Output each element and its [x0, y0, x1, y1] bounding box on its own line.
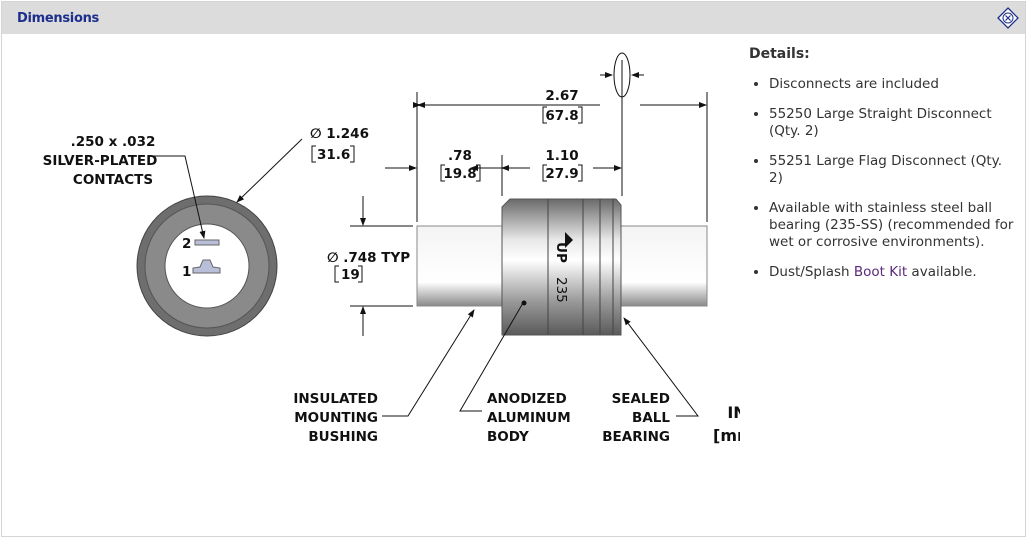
shaft-diameter-mm: 19: [341, 267, 360, 283]
boot-kit-link[interactable]: Boot Kit: [853, 264, 908, 280]
overall-length-in: 2.67: [545, 88, 578, 104]
list-item: 55250 Large Straight Disconnect (Qty. 2): [769, 106, 1019, 140]
units-in: IN: [727, 403, 740, 422]
body-marking-up: UP: [553, 242, 569, 263]
item-suffix: available.: [907, 264, 977, 280]
contacts-label-line3: CONTACTS: [73, 172, 153, 188]
contact-number-1: 1: [182, 264, 191, 280]
bearing-label-1: SEALED: [612, 391, 670, 407]
body-label-1: ANODIZED: [487, 391, 567, 407]
details-list: Disconnects are included 55250 Large Str…: [749, 76, 1019, 281]
close-diamond-icon[interactable]: [997, 7, 1019, 29]
bearing-label-3: BEARING: [602, 429, 670, 445]
list-item: Available with stainless steel ball bear…: [769, 200, 1019, 251]
shaft-diameter-in: ∅ .748 TYP: [327, 250, 410, 266]
body-label-2: ALUMINUM: [487, 410, 571, 426]
overall-length-mm: 67.8: [545, 108, 578, 124]
outer-diameter-in: ∅ 1.246: [310, 126, 369, 142]
body-length-in: 1.10: [545, 148, 578, 164]
body-length-mm: 27.9: [545, 166, 578, 182]
body-marking-model: 235: [553, 277, 569, 303]
body-label-3: BODY: [487, 429, 529, 445]
bearing-label-2: BALL: [632, 410, 670, 426]
shaft-length-in: .78: [448, 148, 472, 164]
end-view: [136, 195, 278, 337]
details-heading: Details:: [749, 46, 810, 62]
list-item: Disconnects are included: [769, 76, 1019, 93]
bushing-label-1: INSULATED: [293, 391, 378, 407]
item-prefix: Dust/Splash: [769, 264, 854, 280]
panel-title: Dimensions: [17, 11, 99, 26]
shaft-length-mm: 19.8: [443, 166, 476, 182]
contact-number-2: 2: [182, 236, 191, 252]
panel-header: Dimensions: [2, 2, 1025, 34]
outer-diameter-mm: 31.6: [317, 147, 350, 163]
contacts-label-line2: SILVER-PLATED: [43, 153, 158, 169]
dimension-drawing: .250 x .032 SILVER-PLATED CONTACTS 2 1 ∅…: [43, 52, 740, 445]
details-section: Details: Disconnects are included 55250 …: [749, 46, 1019, 294]
bushing-label-2: MOUNTING: [294, 410, 378, 426]
contacts-label-line1: .250 x .032: [71, 134, 156, 150]
bushing-label-3: BUSHING: [308, 429, 378, 445]
list-item: 55251 Large Flag Disconnect (Qty. 2): [769, 153, 1019, 187]
list-item: Dust/Splash Boot Kit available.: [769, 264, 1019, 281]
units-mm: [mm]: [713, 426, 740, 445]
